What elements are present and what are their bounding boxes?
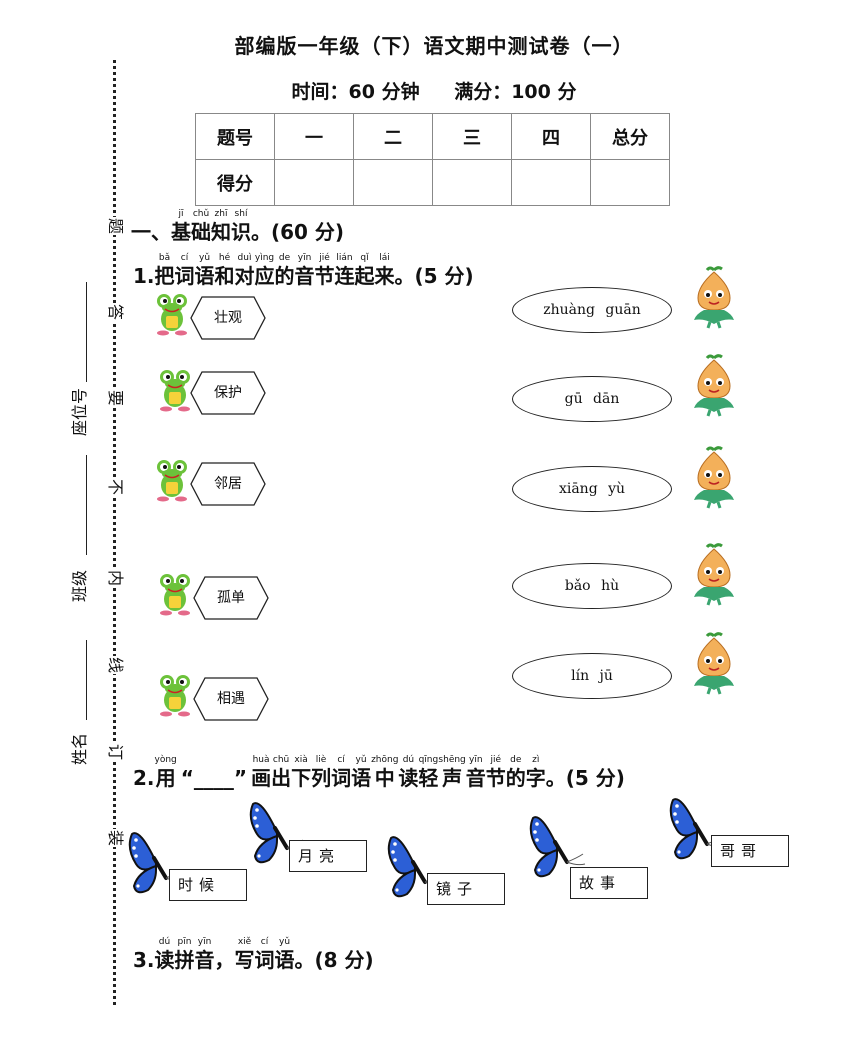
page-title: 部编版一年级（下）语文期中测试卷（一） xyxy=(234,34,634,58)
table-cell: 三 xyxy=(432,113,512,160)
score-input-cell[interactable] xyxy=(590,159,670,206)
table-cell: 一 xyxy=(274,113,354,160)
onion-icon xyxy=(690,446,738,514)
onion-icon xyxy=(690,543,738,611)
word-hexagon[interactable]: 保护 xyxy=(190,371,266,415)
pinyin-oval[interactable]: xiāng yù xyxy=(512,466,672,512)
table-cell: 题号 xyxy=(195,113,275,160)
butterfly-icon xyxy=(527,810,587,886)
frog-icon xyxy=(158,368,192,416)
onion-icon xyxy=(690,354,738,422)
butterfly-icon xyxy=(667,792,727,868)
table-cell: 二 xyxy=(353,113,433,160)
table-cell: 四 xyxy=(511,113,591,160)
binding-char: 答 xyxy=(105,303,129,321)
score-input-cell[interactable] xyxy=(432,159,512,206)
exam-time: 时间：60 分钟 xyxy=(291,81,420,103)
frog-icon xyxy=(158,673,192,721)
frog-icon xyxy=(158,572,192,620)
binding-char: 要 xyxy=(105,389,129,407)
score-input-cell[interactable] xyxy=(274,159,354,206)
score-table: 题号 一 二 三 四 总分 得分 xyxy=(195,113,670,206)
pinyin-oval[interactable]: zhuàng guān xyxy=(512,287,672,333)
binding-char: 内 xyxy=(105,569,129,587)
pinyin-oval[interactable]: gū dān xyxy=(512,376,672,422)
class-label: 班级 xyxy=(70,569,90,603)
exam-score: 满分：100 分 xyxy=(454,81,577,103)
name-line[interactable] xyxy=(86,640,87,720)
class-line[interactable] xyxy=(86,455,87,555)
pinyin-oval[interactable]: lín jū xyxy=(512,653,672,699)
word-box[interactable]: 月亮 xyxy=(289,840,367,872)
binding-char: 线 xyxy=(105,656,129,674)
word-hexagon[interactable]: 孤单 xyxy=(193,576,269,620)
score-input-cell[interactable] xyxy=(353,159,433,206)
butterfly-icon xyxy=(385,830,445,906)
name-label: 姓名 xyxy=(70,732,90,766)
binding-char: 不 xyxy=(105,478,129,496)
table-cell: 总分 xyxy=(590,113,670,160)
onion-icon xyxy=(690,632,738,700)
pinyin-oval[interactable]: bǎo hù xyxy=(512,563,672,609)
exam-info: 时间：60 分钟 满分：100 分 xyxy=(0,77,868,104)
word-box[interactable]: 镜子 xyxy=(427,873,505,905)
binding-dotted-line xyxy=(113,60,116,1005)
table-cell: 得分 xyxy=(195,159,275,206)
seat-number-label: 座位号 xyxy=(70,387,90,437)
word-box[interactable]: 时候 xyxy=(169,869,247,901)
frog-icon xyxy=(155,458,189,506)
binding-char: 订 xyxy=(105,743,129,761)
word-hexagon[interactable]: 相遇 xyxy=(193,677,269,721)
score-table-header: 题号 一 二 三 四 总分 xyxy=(195,113,670,160)
word-box[interactable]: 故事 xyxy=(570,867,648,899)
word-box[interactable]: 哥哥 xyxy=(711,835,789,867)
score-table-row: 得分 xyxy=(195,159,670,206)
frog-icon xyxy=(155,292,189,340)
score-input-cell[interactable] xyxy=(511,159,591,206)
butterfly-icon xyxy=(247,796,307,872)
butterfly-icon xyxy=(126,826,186,902)
seat-number-line[interactable] xyxy=(86,282,87,382)
binding-char: 题 xyxy=(105,217,129,235)
word-hexagon[interactable]: 邻居 xyxy=(190,462,266,506)
word-hexagon[interactable]: 壮观 xyxy=(190,296,266,340)
onion-icon xyxy=(690,266,738,334)
